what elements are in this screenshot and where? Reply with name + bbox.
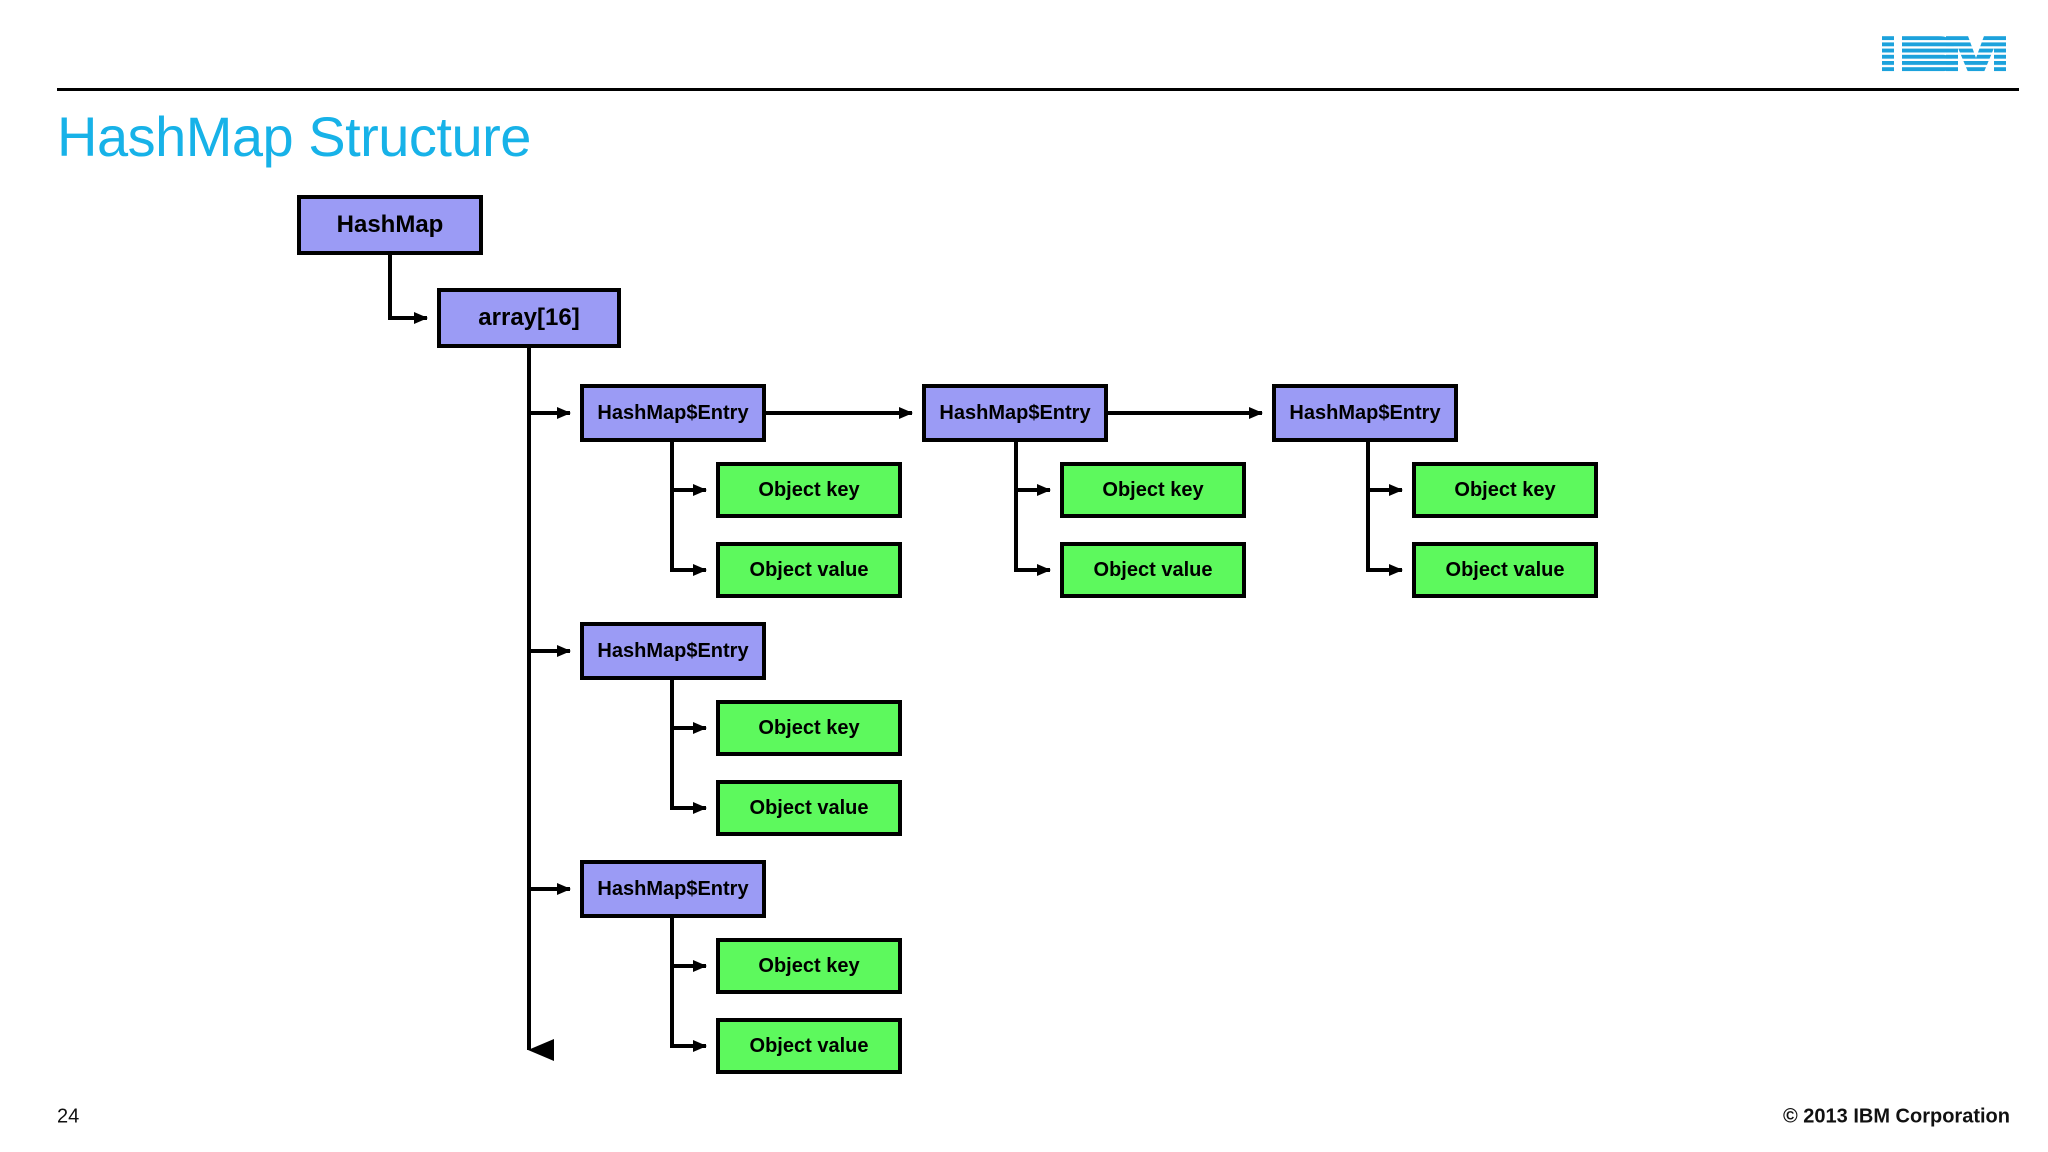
node-entry-label: HashMap$Entry	[939, 401, 1091, 424]
node-hashmap-label: HashMap	[336, 211, 444, 238]
copyright-notice: © 2013 IBM Corporation	[1783, 1105, 2010, 1128]
node-key-b0-1[interactable]: Object key	[1060, 462, 1246, 518]
node-value-label: Object value	[749, 558, 869, 581]
node-key-b0-2[interactable]: Object key	[1412, 462, 1598, 518]
node-entry-label: HashMap$Entry	[597, 639, 749, 662]
node-entry-b0-2[interactable]: HashMap$Entry	[1272, 384, 1458, 442]
page-title: HashMap Structure	[57, 105, 531, 168]
node-key-b0-0[interactable]: Object key	[716, 462, 902, 518]
page-number: 24	[57, 1105, 80, 1128]
node-entry-label: HashMap$Entry	[1289, 401, 1441, 424]
node-entry-label: HashMap$Entry	[597, 401, 749, 424]
node-key-label: Object key	[758, 954, 860, 977]
node-key-label: Object key	[1102, 478, 1204, 501]
node-key-label: Object key	[758, 478, 860, 501]
node-entry-label: HashMap$Entry	[597, 877, 749, 900]
node-value-label: Object value	[749, 796, 869, 819]
node-key-label: Object key	[758, 716, 860, 739]
node-entry-b1-0[interactable]: HashMap$Entry	[580, 622, 766, 680]
node-key-b1-0[interactable]: Object key	[716, 700, 902, 756]
node-entry-b2-0[interactable]: HashMap$Entry	[580, 860, 766, 918]
node-value-b0-2[interactable]: Object value	[1412, 542, 1598, 598]
node-value-b0-0[interactable]: Object value	[716, 542, 902, 598]
node-value-label: Object value	[1445, 558, 1565, 581]
node-value-label: Object value	[749, 1034, 869, 1057]
node-value-b1-0[interactable]: Object value	[716, 780, 902, 836]
node-value-label: Object value	[1093, 558, 1213, 581]
ibm-logo	[1880, 30, 2020, 78]
node-array-label: array[16]	[478, 304, 580, 331]
node-value-b0-1[interactable]: Object value	[1060, 542, 1246, 598]
node-entry-b0-0[interactable]: HashMap$Entry	[580, 384, 766, 442]
node-value-b2-0[interactable]: Object value	[716, 1018, 902, 1074]
node-key-b2-0[interactable]: Object key	[716, 938, 902, 994]
node-key-label: Object key	[1454, 478, 1556, 501]
header-divider	[57, 88, 2019, 91]
node-entry-b0-1[interactable]: HashMap$Entry	[922, 384, 1108, 442]
node-hashmap[interactable]: HashMap	[297, 195, 483, 255]
node-array[interactable]: array[16]	[437, 288, 621, 348]
